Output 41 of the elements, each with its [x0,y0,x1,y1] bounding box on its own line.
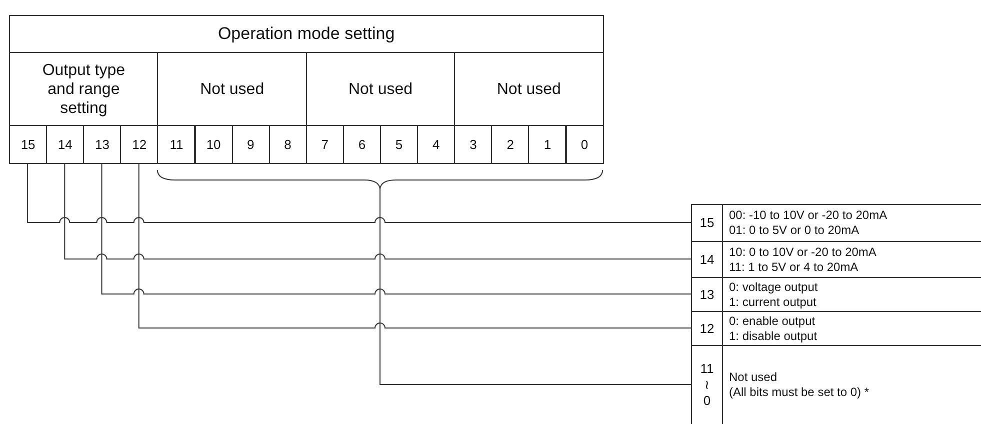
bit-number: 12 [120,125,158,164]
bit-number: 3 [454,125,492,164]
bit-number: 1 [528,125,566,164]
setting-text: 0: voltage output [729,280,818,294]
bit-number: 15 [9,125,48,164]
bit-number: 7 [306,125,344,164]
description-row [691,311,981,345]
connector-line [138,162,692,328]
curly-brace [156,170,604,190]
setting-text: 01: 0 to 5V or 0 to 20mA [729,223,860,238]
bit-number: 0 [566,125,604,164]
connector-line [380,190,692,385]
connector-line [64,162,692,260]
connector-line [27,162,692,223]
bit-number: 13 [83,125,122,164]
description-row [691,277,981,311]
setting-text: Not used [729,370,778,385]
bit-number: 6 [342,125,381,164]
bit-number: 11 [157,125,196,164]
bit-number: 14 [46,125,84,164]
setting-text: 1: current output [729,294,818,310]
bit-number: 10 [194,125,233,164]
setting-text: 10: 0 to 10V or -20 to 20mA [729,244,876,260]
bit-number: 9 [232,125,270,164]
description-row [691,204,981,241]
bit-number: 8 [268,125,307,164]
bit-number: 4 [417,125,456,164]
setting-text: 1: disable output [729,328,818,344]
bit-number: 2 [491,125,530,164]
setting-text: (All bits must be set to 0) * [729,385,870,400]
bit-number: 11 ≀ 0 [692,346,723,424]
header-cell: Operation mode setting [9,15,604,54]
setting-text: 11: 1 to 5V or 4 to 20mA [729,260,860,274]
header-cell: Output type and range setting [9,52,158,127]
description-row [691,241,981,277]
bit-number: 5 [380,125,418,164]
setting-text: 0: enable output [729,314,816,328]
header-cell: Not used [454,52,604,127]
description-row [691,345,981,424]
connector-line [101,162,692,294]
setting-text: 00: -10 to 10V or -20 to 20mA [729,208,888,223]
